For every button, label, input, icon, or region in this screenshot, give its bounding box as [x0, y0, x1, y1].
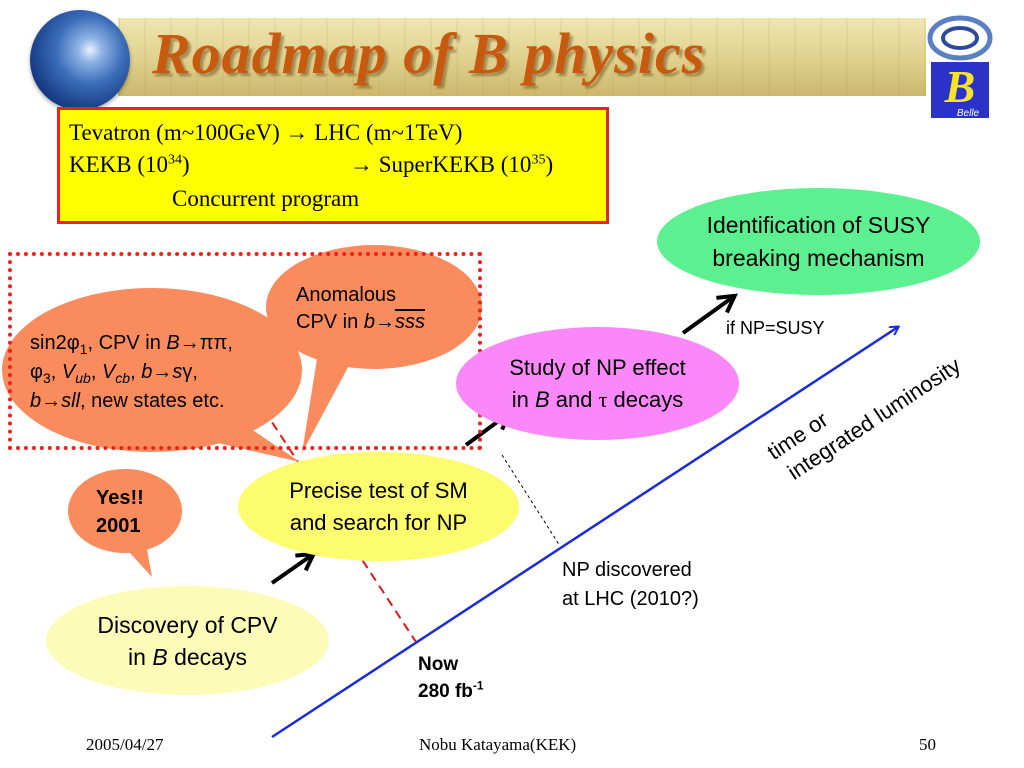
sin2phi-line-2: φ3, Vub, Vcb, b→sγ,	[30, 358, 233, 387]
sm-line-1: Precise test of SM	[289, 477, 468, 503]
footer-date: 2005/04/27	[86, 735, 164, 754]
now-lumi: 280 fb	[418, 681, 473, 702]
now-label: Now 280 fb-1	[418, 651, 484, 705]
sin2phi-l2-d: ,	[90, 361, 102, 383]
box-line-1: Tevatron (m~100GeV) → LHC (m~1TeV)	[69, 120, 462, 146]
svg-text:B: B	[944, 61, 976, 112]
cpv-line-2-a: in	[128, 643, 153, 670]
sin2phi-l1-c: B	[166, 332, 180, 354]
sm-line-2: and search for NP	[289, 509, 468, 535]
box-line-2-d: )	[545, 152, 554, 177]
sin2phi-callout	[2, 288, 302, 462]
np-line-2-e: decays	[607, 386, 684, 412]
belle-logo-text: Belle	[957, 108, 980, 119]
sin2phi-l2-sub2: ub	[75, 370, 91, 386]
sin2phi-line-1: sin2φ1, CPV in B→ππ,	[30, 329, 233, 358]
np-discovered-line-2: at LHC (2010?)	[562, 588, 699, 610]
sin2phi-l1-b: , CPV in	[87, 332, 167, 354]
if-np-susy-label: if NP=SUSY	[726, 318, 825, 338]
sm-test-bubble: Precise test of SM and search for NP	[238, 452, 519, 561]
sin2phi-l3-c: sll	[61, 390, 81, 412]
sin2phi-l2-sub3: cb	[115, 370, 131, 386]
yes-callout	[68, 469, 182, 577]
sin2phi-l2-g: b	[141, 361, 153, 383]
anomalous-text: Anomalous CPV in b→sss	[296, 282, 425, 336]
np-line-2-b: B	[534, 386, 550, 412]
anomalous-line-2-b: b	[363, 311, 375, 333]
box-line-2-a: KEKB (10	[69, 152, 169, 177]
box-line-2-sup2: 35	[531, 152, 546, 168]
np-line-1: Study of NP effect	[509, 354, 686, 380]
np-discovered-line-1: NP discovered	[562, 559, 692, 581]
box-line-2a: KEKB (1034)	[69, 152, 190, 178]
box-line-2b: → SuperKEKB (1035)	[350, 152, 553, 178]
sin2phi-l1-a: sin2φ	[30, 332, 80, 354]
np-line-2-tau: τ	[598, 386, 608, 412]
sin2phi-l2-f: ,	[130, 361, 142, 383]
yes-line-2: 2001	[96, 515, 141, 537]
anomalous-callout	[266, 245, 482, 453]
cpv-discovery-bubble: Discovery of CPV in B decays	[46, 586, 329, 695]
yes-line-1: Yes!!	[96, 487, 144, 509]
box-line-1-b: LHC (m~1TeV)	[308, 120, 463, 145]
np-line-2-a: in	[511, 386, 535, 412]
sin2phi-l2-h: →	[152, 361, 173, 383]
susy-line-1: Identification of SUSY	[706, 211, 931, 238]
sin2phi-l1-d: →ππ,	[179, 332, 233, 354]
sin2phi-l1-sub: 1	[79, 341, 88, 357]
box-line-2-sup1: 34	[168, 152, 183, 168]
cpv-line-2-b: B	[152, 643, 168, 670]
box-line-3: Concurrent program	[172, 186, 360, 211]
np-line-2-c: and	[549, 386, 599, 412]
concurrent-program-box: Tevatron (m~100GeV) → LHC (m~1TeV) KEKB …	[57, 107, 609, 224]
title-banner	[118, 18, 928, 96]
sin2phi-l2-a: φ	[30, 361, 43, 383]
np-discovered-label: NP discovered at LHC (2010?)	[562, 556, 699, 614]
sin2phi-l3-e: new states etc.	[85, 390, 225, 412]
arrow-icon: →	[350, 152, 373, 177]
yes-text: Yes!! 2001	[96, 484, 144, 540]
now-line-1: Now	[418, 654, 459, 675]
sin2phi-l2-sub1: 3	[42, 370, 51, 386]
globe-icon	[30, 10, 130, 110]
cpv-line-2-c: decays	[167, 643, 247, 670]
sin2phi-l3-b: →	[41, 390, 62, 412]
arrow-icon: →	[285, 120, 309, 145]
progress-arrow-3	[681, 297, 733, 335]
sin2phi-l2-j: γ,	[182, 361, 198, 383]
cpv-line-1: Discovery of CPV	[97, 611, 278, 638]
susy-bubble: Identification of SUSY breaking mechanism	[657, 188, 980, 295]
anomalous-line-1: Anomalous	[296, 284, 397, 306]
now-lumi-sup: -1	[472, 678, 484, 693]
sin2phi-l2-e: V	[101, 361, 116, 383]
sin2phi-text: sin2φ1, CPV in B→ππ, φ3, Vub, Vcb, b→sγ,…	[30, 329, 233, 416]
sin2phi-l2-b: ,	[50, 361, 62, 383]
box-line-2-c: SuperKEKB (10	[373, 152, 532, 177]
page-title: Roadmap of B physics	[152, 21, 706, 86]
sin2phi-line-3: b→sll, new states etc.	[30, 387, 233, 416]
sin2phi-l3-a: b	[30, 390, 42, 412]
anomalous-arrow: →	[374, 311, 395, 333]
time-axis	[271, 327, 898, 739]
footer-author: Nobu Katayama(KEK)	[419, 735, 577, 754]
np-effect-bubble: Study of NP effect in B and τ decays	[456, 327, 739, 440]
box-line-1-a: Tevatron (m~100GeV)	[69, 120, 286, 145]
sin2phi-l2-i: s	[172, 361, 183, 383]
progress-arrow-1	[270, 555, 312, 585]
footer-page-number: 50	[919, 735, 936, 754]
anomalous-line-2-sss: sss	[394, 311, 425, 333]
belle-logo: B Belle	[926, 12, 994, 120]
sin2phi-l2-c: V	[61, 361, 76, 383]
sin2phi-l3-d: ,	[80, 390, 86, 412]
anomalous-line-2-a: CPV in	[296, 311, 364, 333]
box-line-2-b: )	[182, 152, 190, 177]
susy-line-2: breaking mechanism	[712, 244, 925, 271]
